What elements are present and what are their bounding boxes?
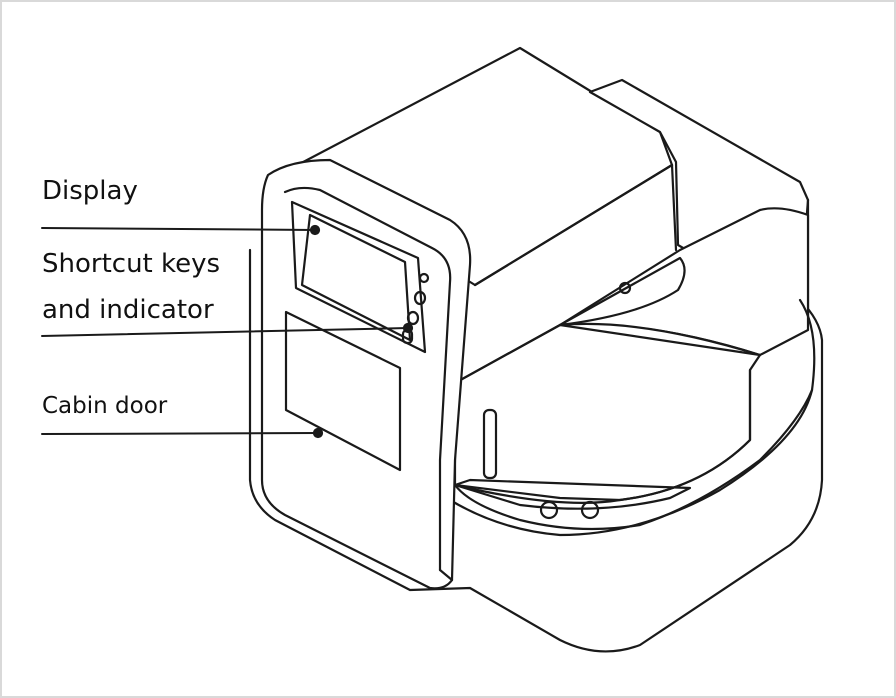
carousel-outer-ring <box>448 298 816 537</box>
wedge-knob <box>618 281 632 295</box>
carousel-front-band <box>453 368 752 504</box>
display-outer <box>290 200 427 354</box>
top-housing-side <box>670 163 678 252</box>
label-shortcut-line2: and indicator <box>42 295 214 325</box>
leader-shortcut-dot <box>402 322 414 334</box>
indicator-led <box>418 272 430 284</box>
leader-display-dot <box>309 224 321 236</box>
base-shell <box>248 198 824 653</box>
console-inner-bezel <box>283 186 452 572</box>
leader-display <box>41 227 316 231</box>
sample-window <box>482 408 498 480</box>
carousel-lid <box>453 322 762 502</box>
carousel-lower-ring <box>453 388 814 531</box>
cabin-door <box>284 310 402 472</box>
top-housing-edge <box>473 163 674 287</box>
leader-shortcut <box>41 327 409 337</box>
display-screen <box>300 213 412 342</box>
port-right <box>580 500 600 520</box>
label-shortcut-line1: Shortcut keys <box>42 249 221 279</box>
tray-slot <box>453 478 692 510</box>
label-cabin-door: Cabin door <box>42 393 168 419</box>
leader-cabin <box>41 432 319 435</box>
shortcut-key-1 <box>413 290 427 306</box>
leader-cabin-dot <box>312 427 324 439</box>
port-left <box>539 500 559 520</box>
shortcut-key-2 <box>406 310 420 326</box>
console-side-edge <box>438 568 454 582</box>
label-display: Display <box>42 176 138 206</box>
